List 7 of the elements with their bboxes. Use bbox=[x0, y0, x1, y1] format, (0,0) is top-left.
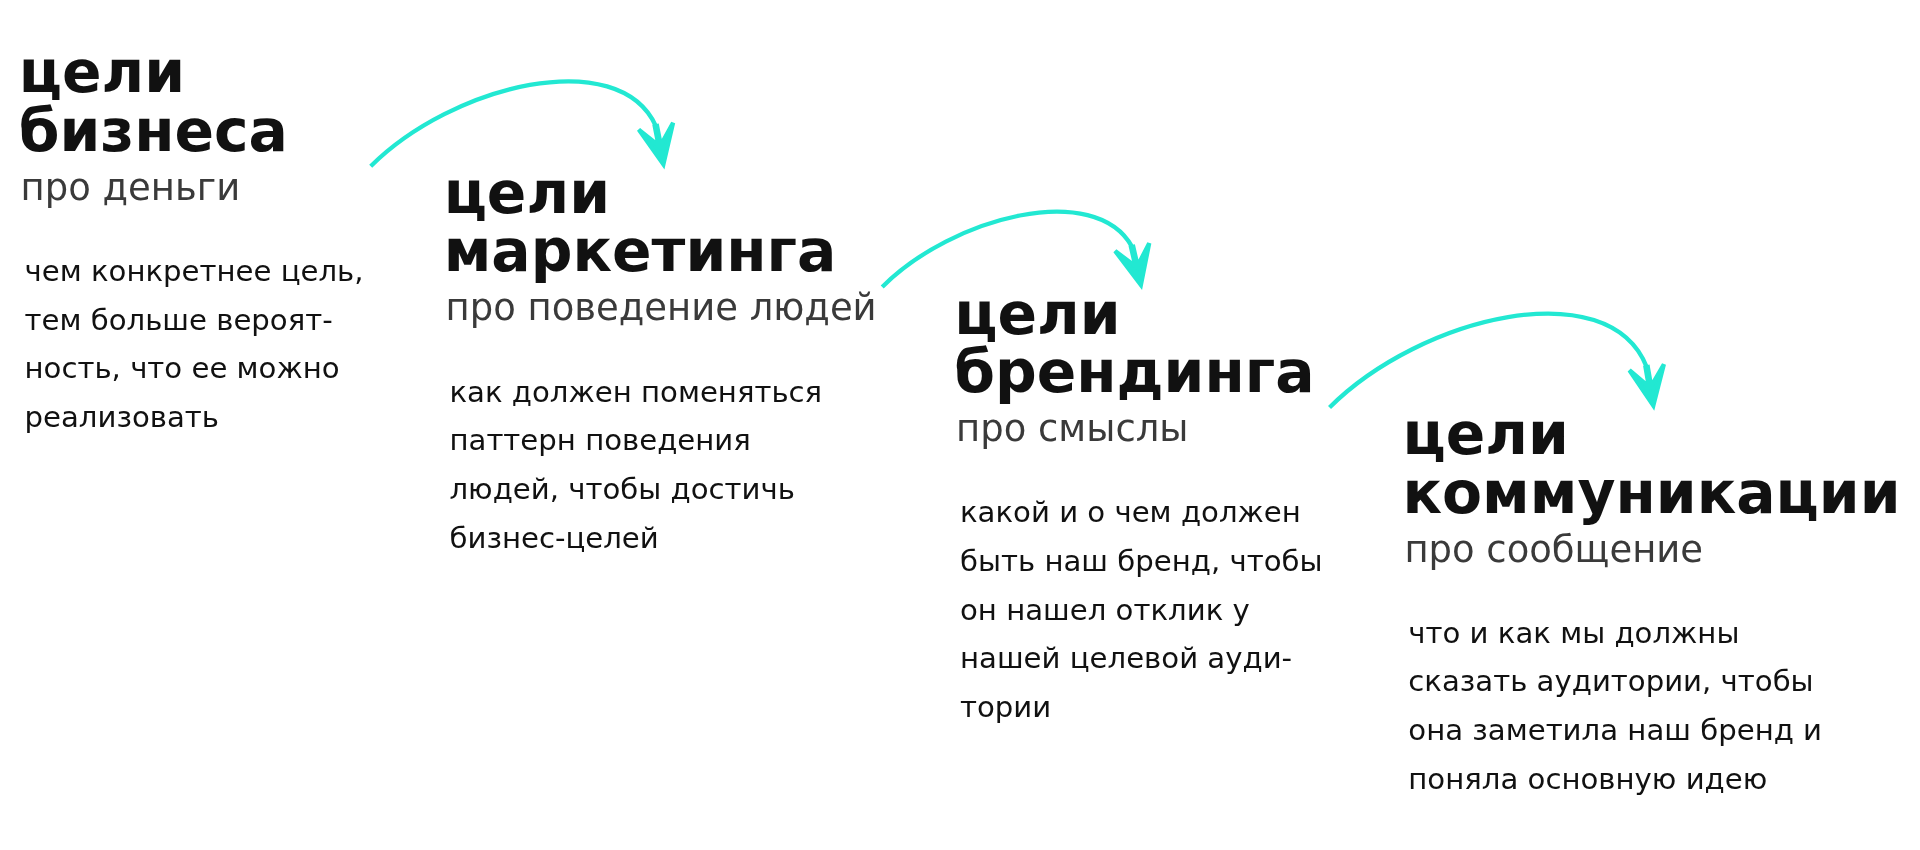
node-text: цели коммуникации про сообщение что и как мы должны сказать аудитории, чтобы она заметила наш бренд и поняла основную идею bbox=[1402, 400, 1901, 796]
arrow bbox=[880, 209, 1152, 289]
arrow bbox=[369, 79, 676, 168]
arrow bbox=[1328, 311, 1667, 410]
node-text: цели бизнеса про деньги чем конкретнее цель, тем больше вероят- ность, что ее можно реализовать bbox=[18, 38, 364, 434]
node-text: цели маркетинга про поведение людей как должен поменяться паттерн поведения людей, чтобы достичь бизнес-целей bbox=[443, 159, 877, 555]
node-text: цели брендинга про смыслы какой и о чем должен быть наш бренд, чтобы он нашел отклик у нашей целевой ауди- тории bbox=[954, 279, 1323, 724]
